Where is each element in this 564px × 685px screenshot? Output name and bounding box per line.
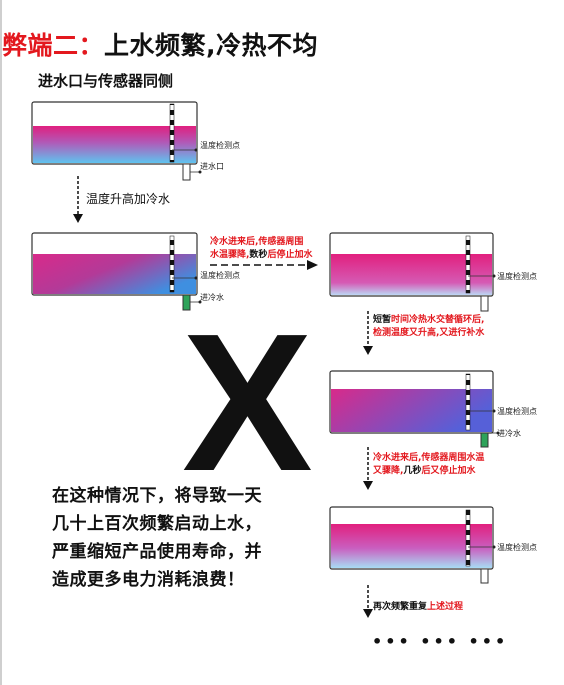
label-temp-point-5: 温度检测点 [497,543,537,552]
big-x-mark: X [182,293,313,512]
label-temp-point-2: 温度检测点 [200,271,240,280]
inlet-pipe-2 [182,294,191,311]
left-edge-line [0,0,2,685]
tank-2 [31,232,202,311]
inlet-pipe-5 [480,568,489,584]
warning-line: 造成更多电力消耗浪费！ [52,570,245,590]
warning-line: 严重缩短产品使用寿命，并 [52,542,262,562]
sensor-rod-1 [169,103,175,163]
sensor-rod-3 [465,235,471,294]
tank-1 [31,101,202,181]
arrow-down-4 [363,585,373,618]
arrow-down-3 [363,447,373,490]
sensor-rod-5 [465,509,471,567]
label-inlet-1: 进水口 [200,162,224,171]
arrow-right [210,260,318,270]
inlet-pipe-1 [182,163,191,181]
label-cold-in-4: 进冷水 [497,429,521,438]
label-temp-point-1: 温度检测点 [200,141,240,150]
note-4: 再次频繁重复上述过程 [373,602,464,612]
sensor-rod-4 [465,373,471,431]
inlet-pipe-4 [480,432,489,448]
note-1: 冷水进来后,传感器周围 水温骤降,数秒后停止加水 [210,237,313,260]
arrow-down-1 [73,176,83,223]
tank-3 [329,232,496,312]
page-title: 弊端二：上水频繁,冷热不均 [2,31,319,60]
warning-text: 在这种情况下，将导致一天 几十上百次频繁启动上水， 严重缩短产品使用寿命，并 造… [52,482,262,594]
label-temp-point-4: 温度检测点 [497,407,537,416]
sensor-rod-2 [169,235,175,293]
ellipsis: ••• ••• ••• [372,632,509,651]
subtitle: 进水口与传感器同侧 [38,72,174,90]
label-temp-rise: 温度升高加冷水 [86,192,171,206]
label-temp-point-3: 温度检测点 [497,272,537,281]
note-2: 短暂时间冷热水交替循环后, 检测温度又升高,又进行补水 [373,315,485,338]
warning-line: 几十上百次频繁启动上水， [52,514,262,534]
label-cold-in-2: 进冷水 [200,293,224,302]
warning-line: 在这种情况下，将导致一天 [52,486,262,506]
arrow-down-2 [363,311,373,355]
tank-4 [329,370,500,448]
tank-5 [329,506,496,584]
inlet-pipe-3 [480,295,489,312]
note-3: 冷水进来后,传感器周围水温 又骤降,几秒后又停止加水 [373,453,485,476]
